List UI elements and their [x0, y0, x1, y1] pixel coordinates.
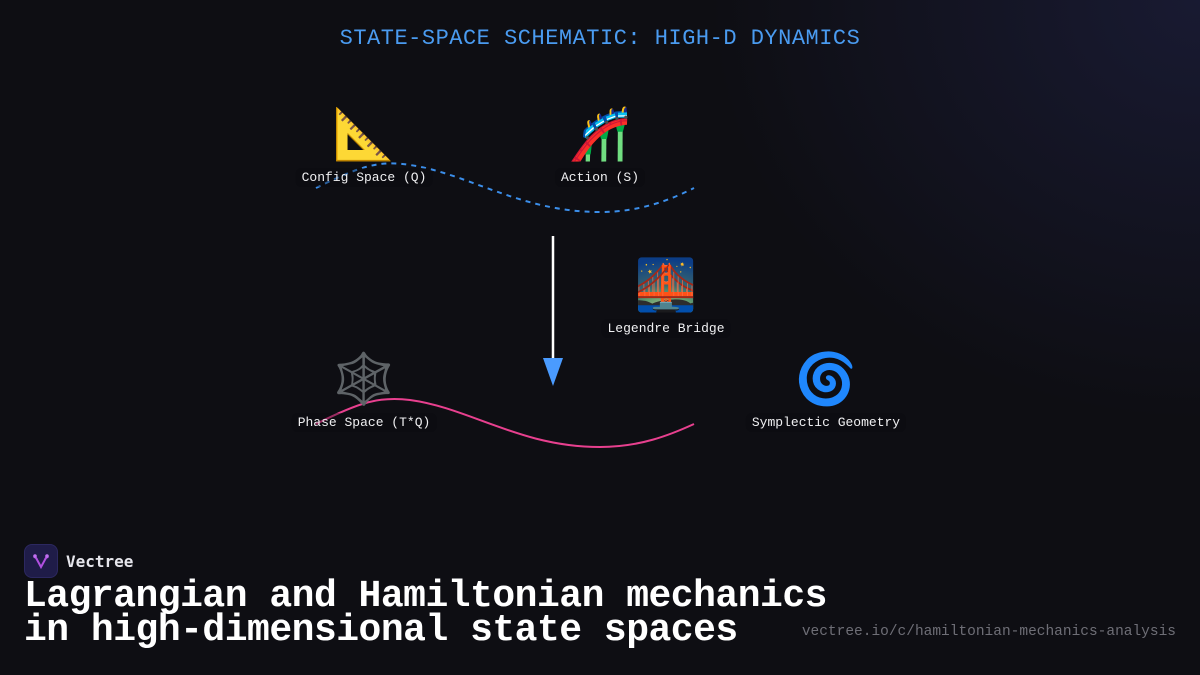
headline-line-2: in high-dimensional state spaces — [24, 609, 738, 652]
brand-name: Vectree — [66, 551, 134, 571]
node-label: Legendre Bridge — [601, 319, 731, 338]
page-url[interactable]: vectree.io/c/hamiltonian-mechanics-analy… — [801, 624, 1176, 640]
vectree-logo-icon — [24, 544, 58, 578]
node-action[interactable]: 🎢 Action (S) — [554, 104, 646, 187]
cyclone-icon: 🌀 — [794, 350, 858, 408]
node-phase-space[interactable]: 🕸️ Phase Space (T*Q) — [291, 349, 437, 432]
node-label: Phase Space (T*Q) — [291, 413, 437, 432]
arrow-head-icon — [543, 358, 563, 386]
node-symplectic-geometry[interactable]: 🌀 Symplectic Geometry — [745, 349, 907, 432]
diagram-title: STATE-SPACE SCHEMATIC: HIGH-D DYNAMICS — [339, 26, 861, 51]
node-legendre-bridge[interactable]: 🌉 Legendre Bridge — [601, 255, 731, 338]
node-label: Config Space (Q) — [295, 168, 433, 187]
node-config-space[interactable]: 📐 Config Space (Q) — [295, 104, 433, 187]
spider-web-icon: 🕸️ — [332, 350, 396, 408]
node-label: Action (S) — [554, 168, 646, 187]
triangular-ruler-icon: 📐 — [332, 105, 396, 163]
brand[interactable]: Vectree — [24, 544, 133, 578]
phase-symplectic-solid-wave — [315, 397, 695, 449]
headline-line-1: Lagrangian and Hamiltonian mechanics — [24, 575, 827, 618]
config-action-dashed-wave — [315, 162, 695, 214]
roller-coaster-icon: 🎢 — [568, 105, 632, 163]
node-label: Symplectic Geometry — [745, 413, 907, 432]
headline: Lagrangian and Hamiltonian mechanics in … — [24, 575, 827, 652]
bridge-at-night-icon: 🌉 — [634, 256, 698, 314]
